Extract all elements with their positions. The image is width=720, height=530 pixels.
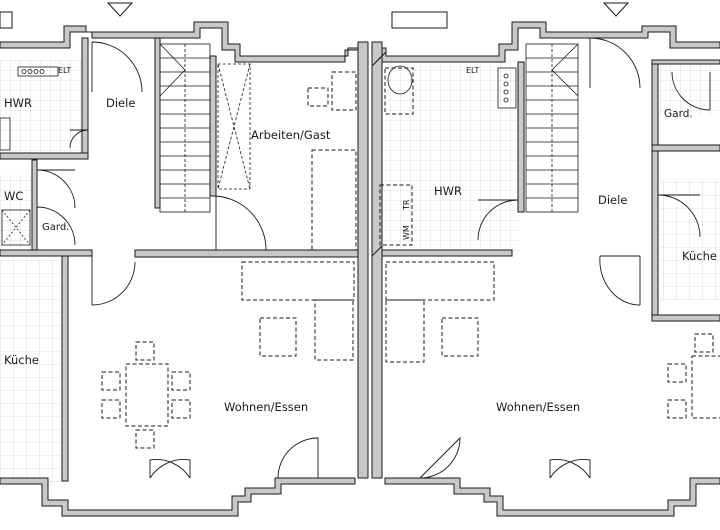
fixtures — [0, 65, 517, 246]
room-label-wc: WC — [4, 189, 23, 203]
chair-dl-3 — [101, 371, 121, 391]
tiles-kueche-left — [0, 260, 65, 485]
chair-dl-6 — [171, 399, 191, 419]
tiles-gard-right — [660, 60, 720, 115]
furniture — [101, 67, 720, 449]
chair-dr-1 — [694, 333, 714, 353]
door-wohnen-right — [599, 255, 641, 306]
room-label-diele-left: Diele — [106, 96, 135, 110]
window-top-right — [391, 11, 448, 29]
dining-table-left — [125, 363, 169, 427]
fixture-label-elt-left: ELT — [58, 66, 71, 75]
door-hwr-left — [69, 129, 89, 149]
north-arrow-left — [106, 2, 134, 17]
room-label-gard-left: Gard. — [42, 222, 69, 233]
fixture-label-tr: TR — [402, 199, 411, 211]
door-wc — [36, 169, 76, 209]
door-gard-right — [671, 71, 711, 111]
doors — [36, 37, 711, 479]
room-label-hwr-left: HWR — [4, 96, 32, 110]
room-label-gard-right: Gard. — [664, 108, 693, 120]
sofa-left-corner — [314, 299, 354, 361]
door-gard-left — [36, 206, 76, 246]
stairs-left — [159, 43, 211, 213]
boiler — [384, 67, 414, 115]
door-garden-right — [419, 436, 461, 479]
fixture-label-elt-right: ELT — [466, 66, 479, 75]
window-markers — [0, 2, 630, 257]
tiles-kueche-right — [660, 180, 720, 300]
chair-dr-3 — [667, 399, 687, 419]
door-hwr-right — [477, 199, 519, 241]
tiles-wc — [0, 175, 32, 250]
dining-table-right — [691, 355, 720, 419]
hwr-left-cabinet — [0, 117, 11, 151]
shaft-left — [217, 63, 251, 190]
table-left — [259, 317, 297, 357]
room-label-wohnen-right: Wohnen/Essen — [496, 400, 580, 414]
room-label-kueche-left: Küche — [4, 353, 39, 367]
room-label-arbeiten-gast: Arbeiten/Gast — [251, 128, 331, 142]
stairs-right — [525, 43, 579, 213]
door-diele-left — [91, 41, 143, 93]
fixture-labels: ELT ELT TR WM — [58, 66, 479, 240]
chair-dl-1 — [135, 341, 155, 361]
wc-cistern — [1, 209, 31, 246]
fixture-label-wm: WM — [402, 225, 411, 240]
room-label-kueche-right: Küche — [682, 249, 717, 263]
desk — [331, 71, 357, 111]
chair-dl-2 — [135, 429, 155, 449]
bed — [311, 149, 357, 251]
door-terrace-left — [149, 459, 191, 479]
door-wohnen-left — [91, 256, 136, 306]
sofa-right — [385, 261, 495, 301]
room-label-hwr-right: HWR — [434, 184, 462, 198]
door-terrace-right — [549, 459, 591, 479]
room-labels: HWR Diele Arbeiten/Gast WC Gard. Küche W… — [4, 96, 717, 414]
sofa-right-corner — [385, 299, 425, 363]
sofa-left — [241, 261, 355, 301]
table-right — [441, 317, 479, 357]
tiles-hwr-right — [380, 60, 520, 255]
room-label-wohnen-left: Wohnen/Essen — [224, 400, 308, 414]
wc-bowl-right — [387, 65, 413, 95]
utility-box — [379, 184, 413, 246]
door-kueche-right — [657, 194, 701, 238]
walls — [0, 21, 720, 517]
north-arrow-right — [602, 2, 630, 17]
elt-box-left — [17, 66, 59, 77]
elt-box-right — [497, 67, 517, 109]
room-label-diele-right: Diele — [598, 193, 627, 207]
chair — [307, 87, 329, 107]
door-garden-left — [277, 437, 319, 479]
chair-dl-5 — [171, 371, 191, 391]
chair-dr-2 — [667, 363, 687, 383]
door-diele-right — [589, 37, 641, 89]
party-wall-hatch — [367, 42, 373, 478]
door-arbeiten — [215, 195, 267, 251]
chair-dl-4 — [101, 399, 121, 419]
